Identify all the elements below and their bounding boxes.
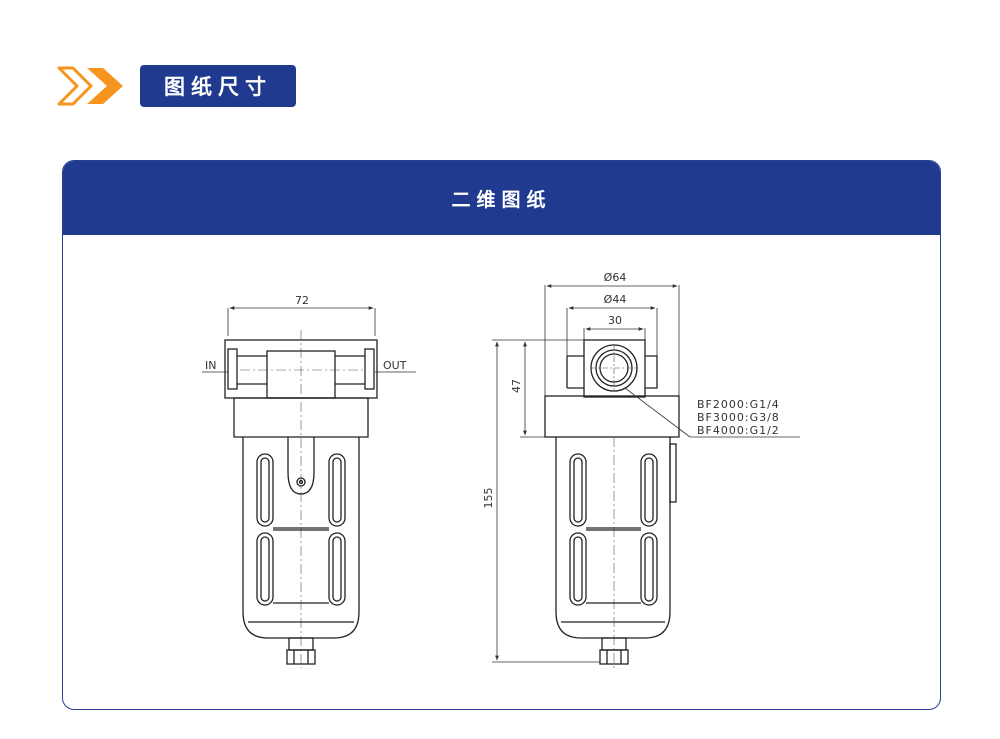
outer-diameter-label: Ø64 (604, 271, 627, 284)
diameter-dimensions: Ø64 Ø44 30 (544, 271, 680, 396)
model-port-1: BF2000:G1/4 (697, 398, 780, 411)
height-dimensions: 47 155 (482, 339, 600, 663)
model-port-list: BF2000:G1/4 BF3000:G3/8 BF4000:G1/2 (697, 398, 780, 437)
model-port-3: BF4000:G1/2 (697, 424, 780, 437)
outlet-label: OUT (383, 359, 407, 372)
front-view: 72 IN OUT (202, 294, 416, 668)
total-height-label: 155 (482, 488, 495, 509)
front-width-dimension: 72 (227, 294, 376, 336)
head-height-label: 47 (510, 379, 523, 393)
front-width-label: 72 (295, 294, 309, 307)
inlet-label: IN (205, 359, 216, 372)
card-title: 二维图纸 (63, 161, 940, 235)
section-title: 图纸尺寸 (140, 65, 296, 107)
drawing-card: 二维图纸 (62, 160, 941, 710)
double-chevron-icon (57, 66, 123, 106)
port-labels: IN OUT (202, 359, 416, 373)
side-view: Ø64 Ø44 30 47 155 (482, 271, 800, 668)
inner-diameter-label: Ø44 (604, 293, 627, 306)
model-port-2: BF3000:G3/8 (697, 411, 780, 424)
port-width-label: 30 (608, 314, 622, 327)
